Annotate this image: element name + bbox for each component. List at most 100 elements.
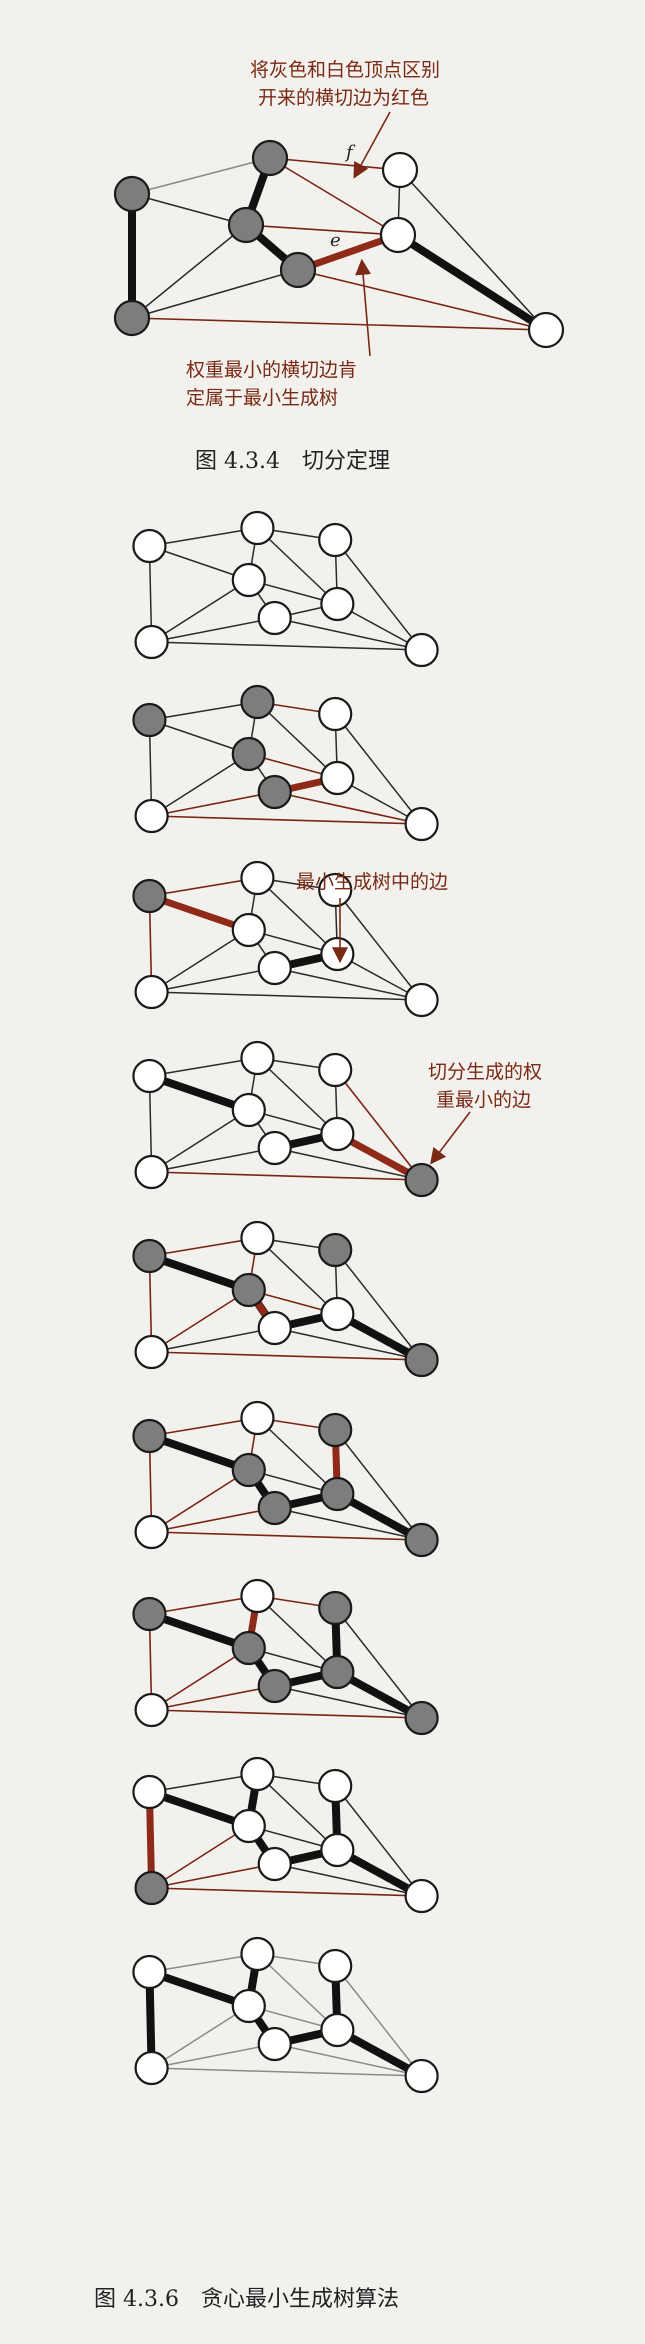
- graph-edge: [274, 2043, 422, 2077]
- graph-edge: [151, 1709, 422, 1719]
- vertex: [318, 1768, 353, 1804]
- graph-edge: [274, 617, 422, 651]
- panel-annotations: 最小生成树中的边 切分生成的权 重最小的边: [296, 871, 542, 1165]
- graph-edge: [149, 545, 250, 581]
- annotation-arrow-f: [353, 111, 391, 179]
- vertex: [132, 1596, 167, 1632]
- vertex: [257, 774, 292, 810]
- vertex: [404, 1878, 439, 1914]
- vertex: [240, 510, 275, 546]
- graph-edge: [151, 1825, 250, 1889]
- vertex: [231, 1092, 266, 1128]
- caption-figure-4-3-4: 图 4.3.4 切分定理: [195, 449, 390, 474]
- vertex: [134, 624, 169, 660]
- vertex: [404, 2058, 439, 2094]
- vertex: [318, 696, 353, 732]
- vertex: [379, 216, 417, 254]
- vertex: [257, 2026, 292, 2062]
- graph-edge: [151, 1685, 275, 1711]
- graph-edge: [151, 617, 275, 643]
- vertex: [404, 1522, 439, 1558]
- vertex: [318, 522, 353, 558]
- graph-edge: [256, 527, 338, 605]
- vertex: [240, 1578, 275, 1614]
- graph-edge: [151, 815, 422, 825]
- vertex: [240, 1220, 275, 1256]
- vertex: [318, 1948, 353, 1984]
- vertex: [113, 175, 151, 213]
- graph-edge: [149, 1237, 258, 1257]
- vertex: [320, 586, 355, 622]
- graph-edge: [256, 1057, 338, 1135]
- annotation-min-edge-line2: 定属于最小生成树: [186, 387, 338, 409]
- annotation-cut-min-edge-line1: 切分生成的权: [428, 1061, 542, 1083]
- vertex: [257, 950, 292, 986]
- mst-edge: [145, 1432, 253, 1474]
- graph-edge: [334, 1429, 423, 1541]
- vertex: [257, 1668, 292, 1704]
- graph-edge: [256, 877, 338, 955]
- graph-edge: [151, 1647, 250, 1711]
- graph-edge: [151, 1887, 422, 1897]
- greedy-mst-panels: [132, 510, 439, 2094]
- vertex: [231, 1630, 266, 1666]
- vertex: [279, 251, 317, 289]
- vertex: [257, 1490, 292, 1526]
- mst-edge: [145, 1610, 253, 1652]
- step-panel: [132, 1936, 439, 2094]
- graph-edge: [151, 1863, 275, 1889]
- cut-theorem-edges: [128, 154, 550, 334]
- graph-edge: [256, 701, 338, 779]
- vertex: [404, 1162, 439, 1198]
- mst-edge: [145, 1788, 253, 1830]
- graph-edge: [274, 791, 422, 825]
- graph-edge: [256, 1595, 338, 1673]
- step-panel: [132, 1040, 439, 1198]
- vertex: [132, 528, 167, 564]
- step-panel: [132, 1220, 439, 1378]
- vertex: [320, 2012, 355, 2048]
- graph-edge: [151, 991, 422, 1001]
- vertex: [134, 1334, 169, 1370]
- graph-edge: [151, 1171, 422, 1181]
- vertex: [404, 1700, 439, 1736]
- annotation-cut-min-edge-line2: 重最小的边: [436, 1089, 531, 1111]
- min-crossing-edge: [145, 892, 253, 934]
- graph-edge: [149, 1595, 258, 1615]
- vertex: [240, 860, 275, 896]
- graph-edge: [334, 1607, 423, 1719]
- graph-edge: [149, 877, 258, 897]
- vertex: [240, 1936, 275, 1972]
- graph-edge: [274, 1327, 422, 1361]
- graph-edge: [334, 889, 423, 1001]
- edge-label-f: f: [344, 142, 356, 163]
- step-panel: [132, 684, 439, 842]
- vertex: [318, 872, 353, 908]
- graph-edge: [274, 1863, 422, 1897]
- vertex: [404, 632, 439, 668]
- graph-edge: [151, 753, 250, 817]
- graph-edge: [149, 1057, 258, 1077]
- vertex: [231, 1452, 266, 1488]
- graph-edge: [274, 1147, 422, 1181]
- vertex: [404, 982, 439, 1018]
- graph-edge: [149, 1953, 258, 1973]
- graph-edge: [334, 1965, 423, 2077]
- graph-edge: [151, 2005, 250, 2069]
- annotation-crossing-edges-line2: 开来的横切边为红色: [258, 87, 429, 109]
- cut-theorem-vertices: [113, 139, 565, 349]
- vertex: [240, 1756, 275, 1792]
- step-panel: [132, 1578, 439, 1736]
- vertex: [318, 1590, 353, 1626]
- vertex: [318, 1412, 353, 1448]
- vertex: [381, 151, 419, 189]
- graph-edge: [151, 579, 250, 643]
- vertex: [113, 299, 151, 337]
- vertex: [134, 1154, 169, 1190]
- vertex: [257, 1310, 292, 1346]
- vertex: [231, 1272, 266, 1308]
- vertex: [134, 1870, 169, 1906]
- vertex: [527, 311, 565, 349]
- graph-edge: [334, 539, 423, 651]
